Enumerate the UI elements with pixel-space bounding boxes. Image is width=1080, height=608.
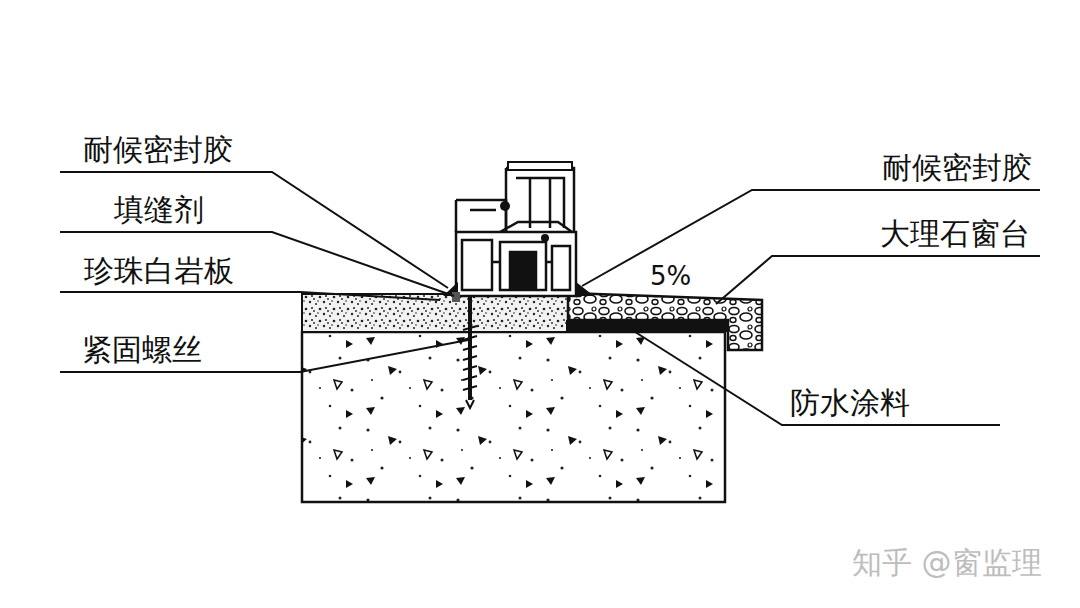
watermark: 知乎 @窗监理 [852, 546, 1042, 579]
slope-dimension: 5% [650, 262, 691, 291]
part-label: 大理石窗台 [880, 217, 1030, 250]
part-label: 紧固螺丝 [82, 333, 202, 366]
part-label: 耐候密封胶 [882, 151, 1032, 184]
part-label: 耐候密封胶 [83, 133, 233, 166]
part-label: 填缝剂 [114, 193, 204, 226]
part-label: 珍珠白岩板 [84, 254, 234, 287]
part-label: 防水涂料 [790, 386, 910, 419]
